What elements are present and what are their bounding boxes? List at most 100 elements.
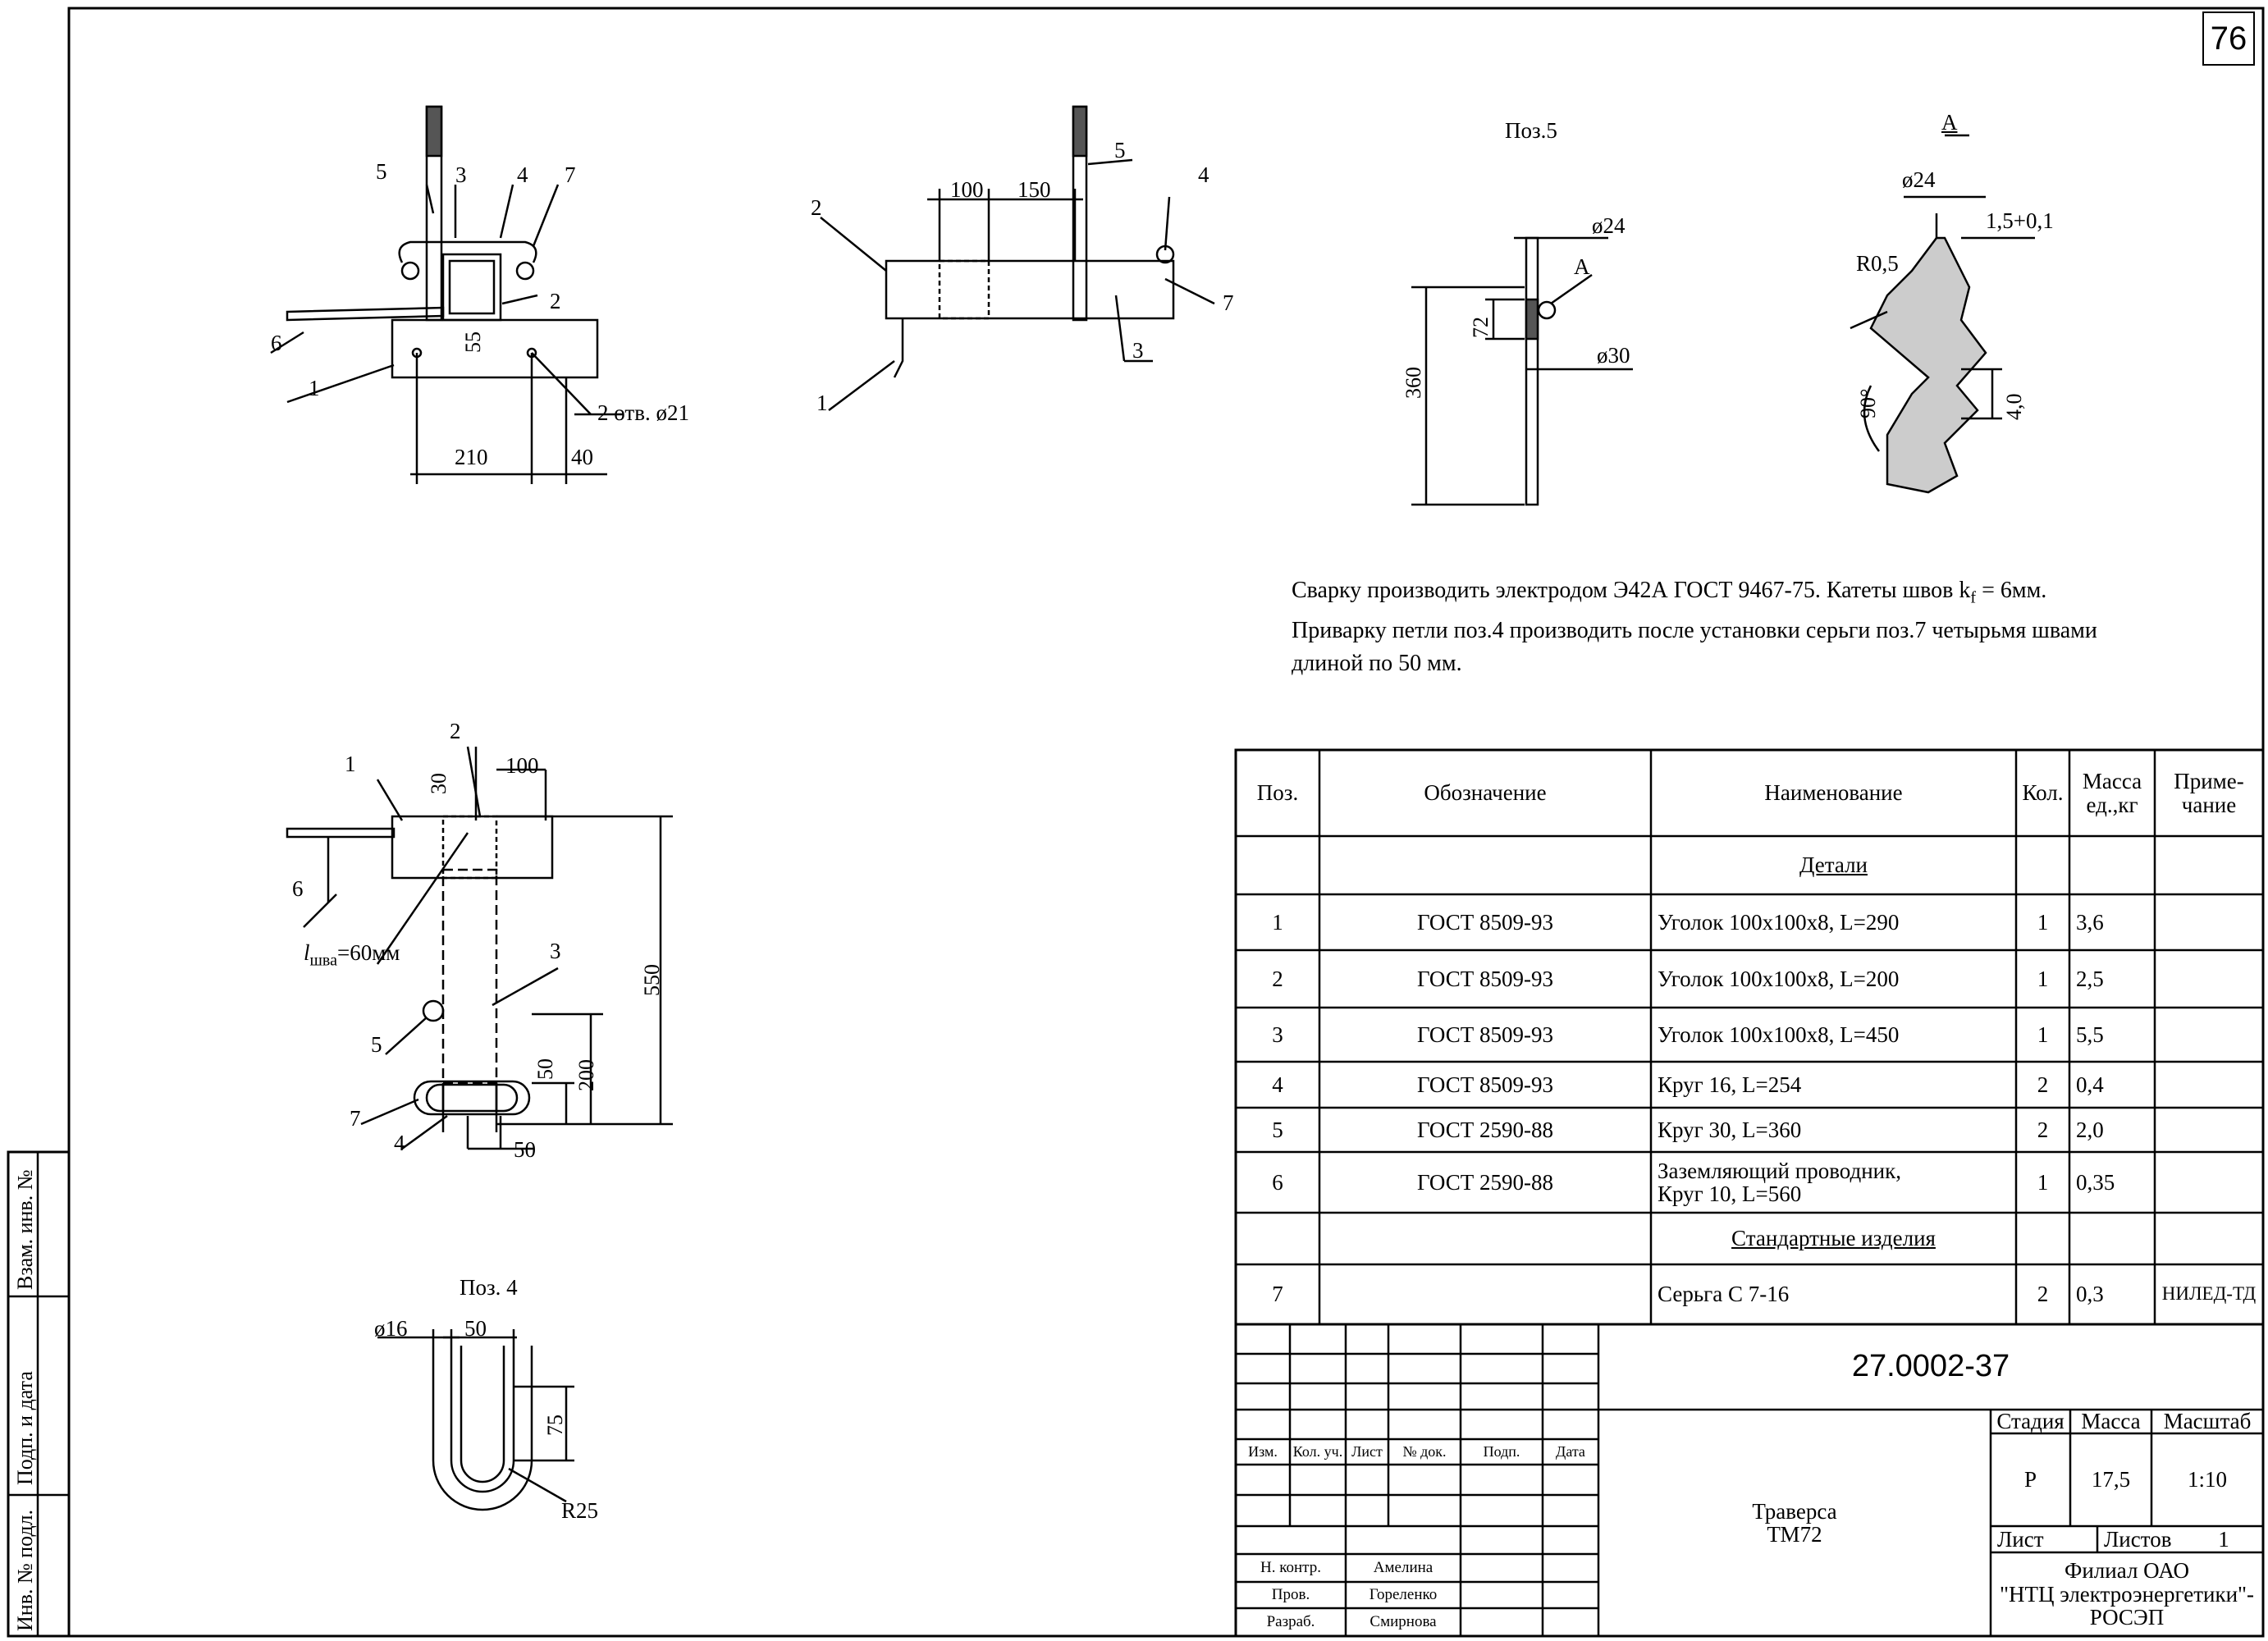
callout-1b: 1 (816, 391, 828, 415)
spec-row-7-pos: 7 (1272, 1282, 1283, 1307)
hole-note: 2 отв. ø21 (597, 400, 689, 425)
view-plan (286, 746, 673, 1150)
spec-row-4-mass: 0,4 (2076, 1072, 2104, 1097)
tb-sheets-value: 1 (2218, 1526, 2229, 1552)
pos5-dia30: ø30 (1597, 343, 1630, 368)
spec-row-6-mass: 0,35 (2076, 1169, 2115, 1195)
callout-3b: 3 (1132, 338, 1144, 363)
callout-4b: 4 (1198, 162, 1209, 187)
drawing-title-line1: Траверса (1752, 1498, 1837, 1524)
spec-section-standard: Стандартные изделия (1731, 1226, 1936, 1251)
pos5-dia24: ø24 (1592, 213, 1626, 238)
spec-row-6-name-line1: Заземляющий проводник, (1658, 1158, 1901, 1183)
detail-a-radius: R0,5 (1856, 251, 1899, 276)
spec-header-qty: Кол. (2022, 780, 2064, 806)
spec-row-3-qty: 1 (2037, 1022, 2049, 1047)
note-line-1-tail: = 6мм. (1976, 578, 2047, 603)
spec-row-2-designation: ГОСТ 8509-93 (1416, 966, 1553, 991)
tb-header-izm: Изм. (1248, 1443, 1278, 1460)
tb-stage-label: Стадия (1996, 1409, 2065, 1434)
spec-row-1-name: Уголок 100x100x8, L=290 (1658, 909, 1900, 935)
spec-row-5-pos: 5 (1272, 1117, 1283, 1142)
spec-row-3-designation: ГОСТ 8509-93 (1416, 1022, 1553, 1047)
view-top-left (270, 105, 624, 484)
detail-a-angle: 90° (1856, 388, 1880, 418)
tb-mass-value: 17,5 (2091, 1467, 2131, 1492)
spec-row-4-qty: 2 (2037, 1072, 2049, 1097)
view-pos4 (377, 1329, 574, 1511)
tb-sheets-label: Листов (2104, 1526, 2172, 1552)
spec-row-2-mass: 2,5 (2076, 966, 2104, 991)
note-line-2: Приварку петли поз.4 производить после у… (1292, 617, 2097, 643)
tb-stage-value: Р (2023, 1467, 2037, 1492)
spec-row-5-mass: 2,0 (2076, 1117, 2104, 1142)
weld-length-value: =60мм (336, 940, 400, 965)
spec-header-mass-line2: ед.,кг (2086, 792, 2138, 817)
spec-row-4-pos: 4 (1272, 1072, 1283, 1097)
spec-row-7-note: НИЛЕД-ТД (2161, 1283, 2257, 1305)
pos5-dim-360: 360 (1401, 367, 1425, 399)
weld-length-symbol: l (304, 940, 310, 965)
spec-row-7-mass: 0,3 (2076, 1282, 2104, 1307)
tb-name-2: Гореленко (1369, 1586, 1438, 1604)
tb-role-2: Пров. (1271, 1586, 1310, 1604)
detail-a-tol: 1,5+0,1 (1986, 208, 2054, 233)
spec-row-5-qty: 2 (2037, 1117, 2049, 1142)
pos5-dim-72: 72 (1469, 317, 1493, 338)
technical-notes: Сварку производить электродом Э42А ГОСТ … (1292, 574, 2097, 680)
tb-name-3: Смирнова (1369, 1613, 1437, 1631)
tb-org-line2: "НТЦ электроэнергетики"- (1999, 1581, 2255, 1607)
title-block-grid (1234, 1323, 2265, 1638)
spec-header-note: Приме-чание (2155, 750, 2263, 836)
spec-row-2-name: Уголок 100x100x8, L=200 (1658, 966, 1900, 991)
callout-3: 3 (455, 162, 467, 187)
tb-header-list: Лист (1351, 1443, 1383, 1460)
callout-7: 7 (565, 162, 576, 187)
detail-a-dim-4: 4,0 (2002, 393, 2026, 421)
tb-header-date: Дата (1556, 1443, 1585, 1460)
plan-callout-7: 7 (350, 1106, 361, 1131)
callout-7b: 7 (1223, 290, 1234, 315)
tb-mass-label: Масса (2081, 1409, 2141, 1434)
spec-row-6-name-line2: Круг 10, L=560 (1658, 1182, 1802, 1206)
side-stamp-signature-date: Подп. и дата (13, 1371, 37, 1485)
spec-row-2-qty: 1 (2037, 966, 2049, 991)
spec-header-pos: Поз. (1256, 780, 1299, 806)
tb-sheet-label: Лист (1997, 1526, 2044, 1552)
tb-role-3: Разраб. (1266, 1613, 1315, 1631)
pos4-title: Поз. 4 (460, 1275, 518, 1300)
tb-org-line3: РОСЭП (2089, 1605, 2165, 1630)
callout-2: 2 (550, 289, 561, 313)
dim-210: 210 (455, 445, 488, 469)
weld-length-label: lшва=60мм (304, 940, 400, 969)
spec-table-grid (1234, 748, 2265, 1326)
view-detail-a (1850, 134, 2035, 494)
side-stamp-inventory: Инв. № подл. (13, 1509, 37, 1631)
tb-scale-value: 1:10 (2187, 1467, 2227, 1492)
pos4-dia16: ø16 (374, 1316, 408, 1341)
view-top-middle (820, 105, 1215, 411)
tb-name-1: Амелина (1373, 1559, 1434, 1577)
note-line-1-text: Сварку производить электродом Э42А ГОСТ … (1292, 578, 1971, 603)
spec-header-mass-line1: Масса (2082, 769, 2142, 794)
dim-55: 55 (461, 331, 485, 353)
spec-row-1-designation: ГОСТ 8509-93 (1416, 909, 1553, 935)
spec-row-6-name: Заземляющий проводник,Круг 10, L=560 (1651, 1152, 2016, 1213)
plan-callout-3: 3 (550, 939, 561, 963)
drawing-title-line2: ТМ72 (1767, 1522, 1822, 1547)
spec-row-5-designation: ГОСТ 2590-88 (1416, 1117, 1553, 1142)
spec-row-6-pos: 6 (1272, 1169, 1283, 1195)
callout-2b: 2 (811, 195, 822, 220)
callout-5b: 5 (1114, 138, 1126, 162)
spec-row-1-qty: 1 (2037, 909, 2049, 935)
spec-row-6-designation: ГОСТ 2590-88 (1416, 1169, 1553, 1195)
pos5-callout-a: А (1574, 254, 1590, 279)
spec-header-note-line2: чание (2181, 792, 2237, 817)
pos5-title: Поз.5 (1505, 118, 1557, 143)
callout-1: 1 (309, 376, 320, 400)
note-line-3: длиной по 50 мм. (1292, 650, 1462, 676)
plan-dim-200: 200 (574, 1059, 598, 1091)
plan-callout-6: 6 (292, 876, 304, 901)
spec-row-2-pos: 2 (1272, 966, 1283, 991)
